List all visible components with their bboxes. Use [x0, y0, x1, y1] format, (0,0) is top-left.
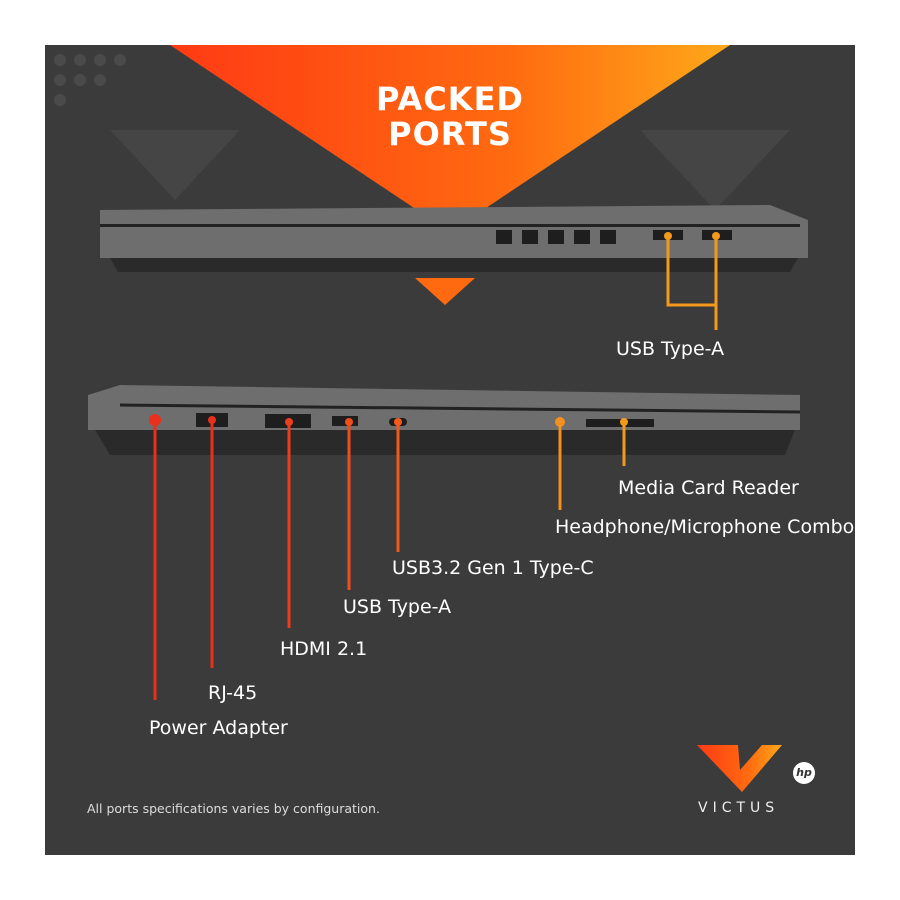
laptop-left-side	[88, 385, 801, 455]
victus-wordmark: VICTUS	[698, 800, 780, 816]
port-callout-lines	[153, 420, 626, 700]
laptop-right-side	[100, 205, 808, 272]
label-power-adapter: Power Adapter	[149, 717, 288, 739]
label-usb-a-right: USB Type-A	[616, 338, 725, 360]
label-media-card-reader: Media Card Reader	[618, 477, 799, 499]
deco-triangle	[110, 130, 240, 200]
deco-triangle	[640, 130, 790, 210]
port-dots	[149, 414, 628, 427]
headline-line2: PORTS	[388, 115, 512, 153]
hp-logo: hp	[793, 762, 815, 784]
orange-triangle	[170, 45, 730, 232]
footnote: All ports specifications varies by confi…	[87, 801, 380, 816]
label-rj45: RJ-45	[208, 682, 258, 704]
dot-pattern	[54, 54, 126, 106]
small-triangle	[415, 278, 475, 305]
label-usb-c: USB3.2 Gen 1 Type-C	[392, 557, 594, 579]
headline-line1: PACKED	[376, 80, 524, 118]
label-hdmi: HDMI 2.1	[280, 638, 368, 660]
label-usb-a-left: USB Type-A	[343, 596, 452, 618]
victus-logo	[697, 745, 782, 792]
label-headphone-mic: Headphone/Microphone Combo	[555, 516, 855, 538]
usb-a-callout-line	[666, 236, 718, 330]
